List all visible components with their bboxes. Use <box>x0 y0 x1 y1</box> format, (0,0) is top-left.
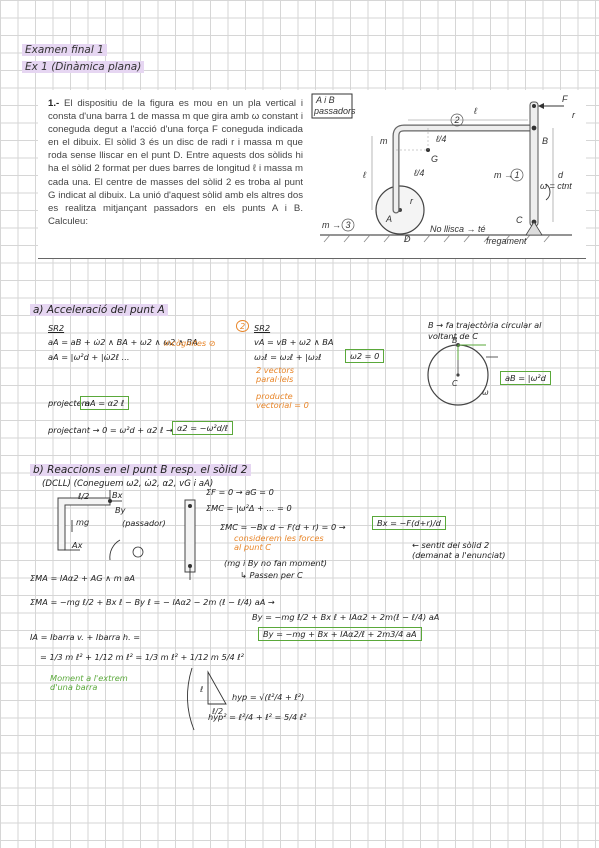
exercise-title: Ex 1 (Dinàmica plana) <box>22 61 145 73</box>
result-aB: aB = |ω²d <box>500 371 551 385</box>
note-b-trajectory: B → fa trajectòria circular al voltant d… <box>428 320 542 341</box>
circle-label-B: B <box>452 336 458 345</box>
eq-sum-moments-c: ΣMC = |ω²Δ + ... = 0 <box>206 503 292 513</box>
eq-velocity-a: vA = vB + ω2 ∧ BA <box>254 337 334 347</box>
eq-inertia-a: IA = Ibarra v. + Ibarra h. = <box>30 632 141 642</box>
exam-title-text: Examen final 1 <box>22 44 107 56</box>
fig-label-omega: ω = ctnt <box>540 181 572 191</box>
eq-projectant: projectant → 0 = ω²d + α2 ℓ → <box>48 425 173 435</box>
fig-label-l: ℓ <box>473 106 477 116</box>
eq-inertia-a-expanded: = 1/3 m ℓ² + 1/12 m ℓ² = 1/3 m ℓ² + 1/12… <box>40 652 244 662</box>
note-mg-by: (mg i By no fan moment) <box>224 558 327 568</box>
eq-acceleration-a-expanded: aA = |ω²d + |ω̇2ℓ ... <box>48 352 130 362</box>
fig-label-F: F <box>562 94 568 104</box>
fig-label-1: 1 <box>515 170 520 180</box>
label-bx: Bx <box>112 490 123 500</box>
section-b-subtitle: (DCLL) (Coneguem ω2, ω̇2, α2, vG i aA) <box>42 479 214 489</box>
fig-label-m1: m → <box>494 170 513 180</box>
fig-label-l-left: ℓ <box>362 170 366 180</box>
sr2-label-b: SR2 <box>254 323 271 333</box>
problem-statement: 1.- El dispositiu de la figura es mou en… <box>38 90 586 259</box>
eq-sum-moments-a: ΣMA = IAα2 + AG ∧ m aA <box>30 573 135 583</box>
eq-by-step: By = −mg ℓ/2 + Bx ℓ + IAα2 + 2m(ℓ − ℓ/4)… <box>252 612 440 622</box>
section-a-title-text: a) Acceleració del punt A <box>30 304 168 316</box>
fig-label-B: B <box>542 136 548 146</box>
fig-label-3: 3 <box>346 220 351 230</box>
label-ax: Ax <box>72 540 83 550</box>
note-forces-at-c: considerem les forces al punt C <box>234 533 324 552</box>
fig-label-r: r <box>572 110 576 120</box>
fig-label-d: d <box>558 170 564 180</box>
label-passador: (passador) <box>122 518 166 528</box>
problem-number: 1.- <box>48 98 60 109</box>
section-b-title-text: b) Reaccions en el punt B resp. el sòlid… <box>30 464 251 476</box>
label-l2: ℓ/2 <box>78 491 90 501</box>
eq-moments-a-expanded: ΣMA = −mg ℓ/2 + Bx ℓ − By ℓ = − IAα2 − 2… <box>30 597 275 607</box>
fig-label-m3: m → <box>322 220 341 230</box>
sr2-label-a: SR2 <box>48 323 65 333</box>
fig-label-2: 2 <box>454 115 460 125</box>
exam-title: Examen final 1 <box>22 44 107 56</box>
fig-label-G: G <box>431 154 438 164</box>
section-a-title: a) Acceleració del punt A <box>30 304 168 316</box>
fig-note-ab: A i B <box>315 95 335 105</box>
note-force-sense: ← sentit del sòlid 2 (demanat a l'enunci… <box>412 540 506 560</box>
result-aA: aA = α2 ℓ <box>80 396 130 410</box>
problem-text-block: 1.- El dispositiu de la figura es mou en… <box>48 97 303 228</box>
triangle-label-l: ℓ <box>199 685 203 694</box>
fig-label-fregament: fregament <box>486 236 527 246</box>
eq-acceleration-a: aA = aB + ω̇2 ∧ BA + ω2 ∧ ω2 ∧ BA <box>48 337 198 347</box>
fig-label-l4b: ℓ/4 <box>413 168 424 178</box>
result-by: By = −mg + Bx + IAα2/ℓ + 2m3/4 aA <box>258 627 422 641</box>
eq-hypotenuse: hyp = √(ℓ²/4 + ℓ²) <box>232 692 305 702</box>
note-vector-product: producte vectorial = 0 <box>256 391 309 410</box>
fig-label-A: A <box>385 214 392 224</box>
label-by: By <box>115 505 126 515</box>
mechanism-figure: A i B passadors <box>311 93 576 246</box>
circle-2-marker: 2 <box>236 320 250 332</box>
section-b-title: b) Reaccions en el punt B resp. el sòlid… <box>30 464 251 476</box>
circle-label-w: ω <box>482 388 489 397</box>
note-parallel-vectors: 2 vectors paral·lels <box>256 365 295 384</box>
result-alpha2: α2 = −ω²d/ℓ <box>172 421 234 435</box>
exercise-title-text: Ex 1 (Dinàmica plana) <box>22 61 145 73</box>
fig-label-r-disc: r <box>410 196 414 206</box>
eq-sum-forces: ΣF = 0 → aG = 0 <box>206 487 274 497</box>
fig-label-D: D <box>404 234 411 244</box>
fig-label-l4a: ℓ/4 <box>435 134 446 144</box>
fig-note-passadors: passadors <box>313 106 356 116</box>
problem-text: El dispositiu de la figura es mou en un … <box>48 98 303 227</box>
circle-label-C: C <box>452 379 458 388</box>
fig-label-m-top: m <box>380 136 388 146</box>
note-pass-through-c: ↳ Passen per C <box>240 570 303 580</box>
note-incognites: incògnites ⊘ <box>164 338 216 348</box>
eq-velocity-a-expanded: ω₂ℓ = ω₂ℓ + |ω₂ℓ <box>254 352 322 362</box>
note-moment-extreme: Moment a l'extrem d'una barra <box>50 673 128 692</box>
eq-hypotenuse-squared: hyp² = ℓ²/4 + ℓ² = 5/4 ℓ² <box>208 712 307 722</box>
label-projectem: projectem <box>48 398 90 408</box>
result-bx: Bx = −F(d+r)/d <box>372 516 446 530</box>
triangle-label-l2: ℓ/2 <box>211 707 223 716</box>
label-mg: mg <box>76 517 90 527</box>
result-w2: ω2 = 0 <box>345 349 385 363</box>
fig-label-noslip: No llisca → té <box>430 224 486 234</box>
eq-moments-c-expanded: ΣMC = −Bx d − F(d + r) = 0 → <box>220 522 346 532</box>
fig-label-C: C <box>516 215 523 225</box>
